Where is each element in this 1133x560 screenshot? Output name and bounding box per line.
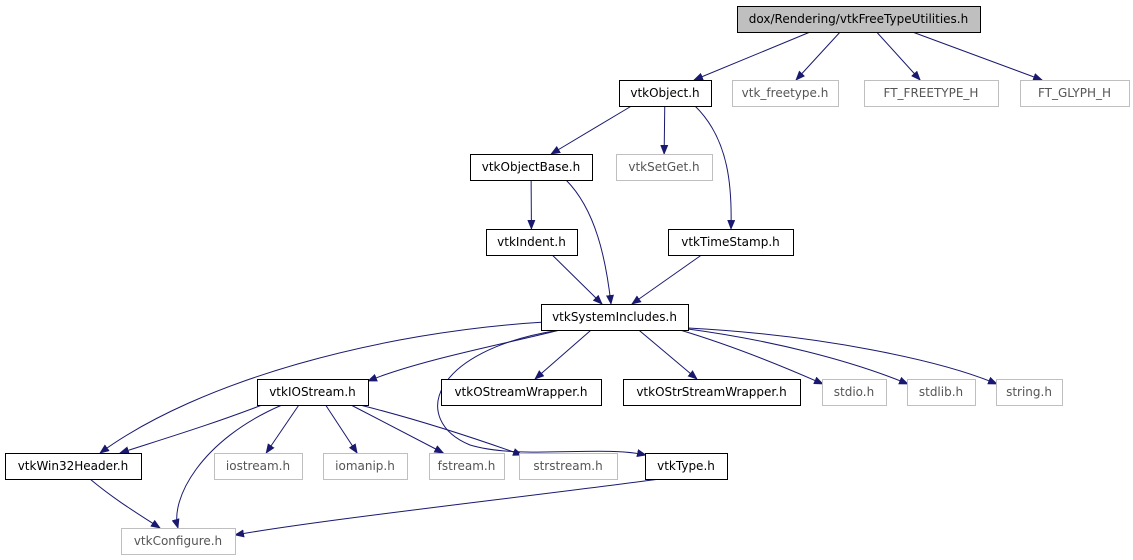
node-string: string.h xyxy=(996,379,1063,406)
edge-vtkSystemIncludes-to-vtkType xyxy=(437,329,647,458)
node-label: fstream.h xyxy=(438,459,496,473)
node-box xyxy=(619,80,712,107)
node-stdlib: stdlib.h xyxy=(907,379,976,406)
node-box xyxy=(214,453,303,480)
edge-vtkIOStream-to-iomanip xyxy=(325,404,358,454)
node-box xyxy=(616,154,713,181)
node-label: vtkType.h xyxy=(657,459,715,473)
edge-vtkObject-to-vtkTimeStamp xyxy=(694,105,736,230)
node-box xyxy=(441,379,602,406)
edge-vtkIOStream-to-vtkConfigure xyxy=(171,404,283,529)
node-stdio: stdio.h xyxy=(822,379,887,406)
node-box xyxy=(519,453,618,480)
node-strstream: strstream.h xyxy=(519,453,618,480)
node-label: iostream.h xyxy=(226,459,290,473)
node-box xyxy=(996,379,1063,406)
node-vtkWin32Header[interactable]: vtkWin32Header.h xyxy=(5,453,142,480)
edge-vtkSystemIncludes-to-vtkWin32Header xyxy=(99,321,546,454)
node-box xyxy=(541,304,689,331)
node-label: vtkWin32Header.h xyxy=(18,459,129,473)
edge-vtkIOStream-to-strstream xyxy=(359,404,523,456)
node-box xyxy=(907,379,976,406)
node-vtkSetGet: vtkSetGet.h xyxy=(616,154,713,181)
node-vtkOStreamWrapper[interactable]: vtkOStreamWrapper.h xyxy=(441,379,602,406)
node-box xyxy=(645,453,728,480)
edge-vtkSystemIncludes-to-stdio xyxy=(679,329,824,385)
edge-vtkWin32Header-to-vtkConfigure xyxy=(89,478,161,529)
node-label: vtkOStrStreamWrapper.h xyxy=(636,385,786,399)
edge-vtkSystemIncludes-to-vtkIOStream xyxy=(367,329,561,382)
edge-vtkObject-to-vtkObjectBase xyxy=(550,105,632,155)
node-vtkTimeStamp[interactable]: vtkTimeStamp.h xyxy=(668,229,794,256)
node-vtk_freetype: vtk_freetype.h xyxy=(732,80,839,107)
node-box xyxy=(668,229,794,256)
node-box xyxy=(1020,80,1130,107)
node-box xyxy=(822,379,887,406)
node-label: FT_GLYPH_H xyxy=(1038,86,1111,100)
node-label: vtkIOStream.h xyxy=(269,385,356,399)
node-vtkSystemIncludes[interactable]: vtkSystemIncludes.h xyxy=(541,304,689,331)
node-label: vtk_freetype.h xyxy=(742,86,829,100)
node-label: stdio.h xyxy=(834,385,874,399)
edge-vtkType-to-vtkConfigure xyxy=(234,478,661,538)
edge-vtkSystemIncludes-to-vtkOStrStreamWrapper xyxy=(638,329,698,380)
node-vtkObject[interactable]: vtkObject.h xyxy=(619,80,712,107)
node-label: vtkSetGet.h xyxy=(628,160,699,174)
node-box xyxy=(623,379,801,406)
edge-root-to-ft_glyph xyxy=(912,31,1044,81)
node-label: string.h xyxy=(1006,385,1052,399)
node-ft_glyph: FT_GLYPH_H xyxy=(1020,80,1130,107)
edge-vtkSystemIncludes-to-vtkOStreamWrapper xyxy=(534,329,592,380)
node-box xyxy=(323,453,408,480)
node-vtkOStrStreamWrapper[interactable]: vtkOStrStreamWrapper.h xyxy=(623,379,801,406)
edge-vtkSystemIncludes-to-string xyxy=(687,327,998,385)
node-label: strstream.h xyxy=(533,459,602,473)
node-vtkConfigure: vtkConfigure.h xyxy=(121,528,236,555)
edge-vtkSystemIncludes-to-stdlib xyxy=(687,328,909,385)
node-box xyxy=(486,229,578,256)
node-label: dox/Rendering/vtkFreeTypeUtilities.h xyxy=(749,12,968,26)
node-label: vtkConfigure.h xyxy=(134,534,222,548)
node-box xyxy=(470,154,593,181)
node-root[interactable]: dox/Rendering/vtkFreeTypeUtilities.h xyxy=(737,6,981,33)
node-label: FT_FREETYPE_H xyxy=(884,86,979,100)
node-vtkIOStream[interactable]: vtkIOStream.h xyxy=(257,379,369,406)
node-label: vtkTimeStamp.h xyxy=(681,235,780,249)
edge-vtkIOStream-to-vtkWin32Header xyxy=(119,404,263,455)
node-box xyxy=(732,80,839,107)
node-ft_freetype: FT_FREETYPE_H xyxy=(864,80,999,107)
node-vtkType[interactable]: vtkType.h xyxy=(645,453,728,480)
node-label: vtkOStreamWrapper.h xyxy=(454,385,587,399)
node-box xyxy=(737,6,981,33)
edge-vtkTimeStamp-to-vtkSystemIncludes xyxy=(631,254,702,305)
node-box xyxy=(257,379,369,406)
edge-vtkIOStream-to-iostream xyxy=(265,404,300,454)
node-label: iomanip.h xyxy=(335,459,395,473)
node-label: vtkObject.h xyxy=(630,86,699,100)
edge-root-to-ft_freetype xyxy=(876,31,921,81)
node-label: vtkSystemIncludes.h xyxy=(552,310,677,324)
node-label: vtkIndent.h xyxy=(497,235,566,249)
node-label: stdlib.h xyxy=(919,385,963,399)
node-vtkIndent[interactable]: vtkIndent.h xyxy=(486,229,578,256)
node-label: vtkObjectBase.h xyxy=(482,160,580,174)
edges xyxy=(89,31,1044,538)
edge-root-to-vtkObject xyxy=(693,31,811,81)
edge-root-to-vtk_freetype xyxy=(795,31,841,81)
node-fstream: fstream.h xyxy=(429,453,505,480)
edge-vtkObjectBase-to-vtkSystemIncludes xyxy=(565,179,614,305)
node-box xyxy=(864,80,999,107)
node-box xyxy=(121,528,236,555)
node-vtkObjectBase[interactable]: vtkObjectBase.h xyxy=(470,154,593,181)
edge-vtkIOStream-to-fstream xyxy=(350,404,445,454)
node-iostream: iostream.h xyxy=(214,453,303,480)
node-box xyxy=(429,453,505,480)
edge-vtkObject-to-vtkSetGet xyxy=(660,105,669,155)
nodes: dox/Rendering/vtkFreeTypeUtilities.h vtkO… xyxy=(5,6,1130,555)
node-box xyxy=(5,453,142,480)
edge-vtkIndent-to-vtkSystemIncludes xyxy=(551,254,603,305)
node-iomanip: iomanip.h xyxy=(323,453,408,480)
